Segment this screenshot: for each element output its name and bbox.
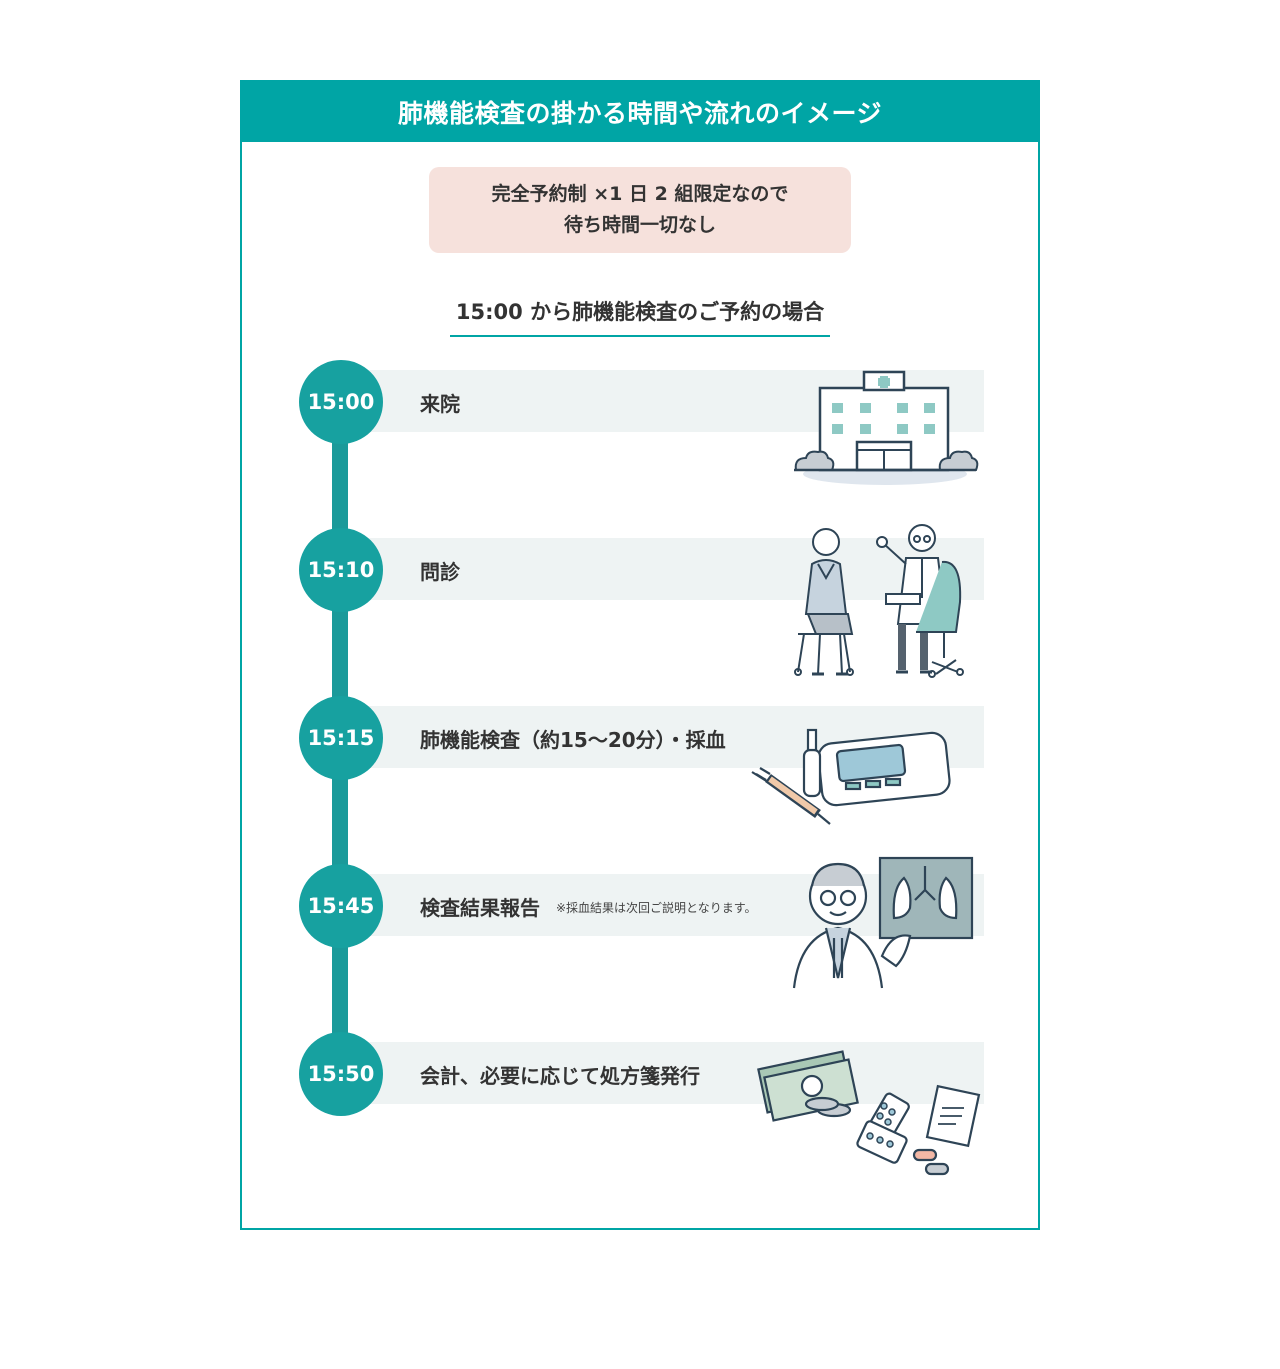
time-badge: 15:45 (299, 864, 383, 948)
step-note: ※採血結果は次回ご説明となります。 (556, 901, 757, 915)
time-badge: 15:10 (299, 528, 383, 612)
notice-line-1: 完全予約制 ×1 日 2 組限定なので (491, 183, 789, 205)
spirometer-syringe-icon (750, 720, 962, 832)
step-label: 会計、必要に応じて処方箋発行 (420, 1060, 700, 1089)
time-badge: 15:15 (299, 696, 383, 780)
step-band (362, 538, 984, 600)
flow-card: 肺機能検査の掛かる時間や流れのイメージ 完全予約制 ×1 日 2 組限定なので … (240, 80, 1040, 1230)
hospital-icon (790, 370, 980, 488)
step-label-text: 問診 (420, 560, 460, 584)
step-label-text: 会計、必要に応じて処方箋発行 (420, 1064, 700, 1088)
timeline-step: 15:50 会計、必要に応じて処方箋発行 (242, 1032, 1038, 1176)
step-label: 肺機能検査（約15〜20分）・採血 (420, 724, 726, 753)
reservation-notice: 完全予約制 ×1 日 2 組限定なので 待ち時間一切なし (429, 167, 851, 253)
consultation-icon (794, 522, 974, 684)
time-badge: 15:50 (299, 1032, 383, 1116)
schedule-subtitle: 15:00 から肺機能検査のご予約の場合 (450, 296, 830, 337)
step-label: 問診 (420, 556, 460, 585)
step-band (362, 1042, 984, 1104)
time-badge: 15:00 (299, 360, 383, 444)
money-medicine-icon (756, 1050, 988, 1186)
step-label-text: 来院 (420, 392, 460, 416)
step-label-text: 肺機能検査（約15〜20分）・採血 (420, 728, 726, 752)
step-label: 検査結果報告 ※採血結果は次回ご説明となります。 (420, 892, 757, 921)
timeline-step: 15:00 来院 (242, 360, 1038, 500)
notice-line-2: 待ち時間一切なし (563, 214, 716, 236)
card-title: 肺機能検査の掛かる時間や流れのイメージ (242, 82, 1038, 142)
doctor-xray-icon (786, 856, 976, 990)
timeline-step: 15:10 問診 (242, 524, 1038, 678)
timeline-step: 15:15 肺機能検査（約15〜20分）・採血 (242, 696, 1038, 836)
step-label: 来院 (420, 388, 460, 417)
step-label-text: 検査結果報告 (420, 896, 540, 920)
timeline-step: 15:45 検査結果報告 ※採血結果は次回ご説明となります。 (242, 856, 1038, 1004)
